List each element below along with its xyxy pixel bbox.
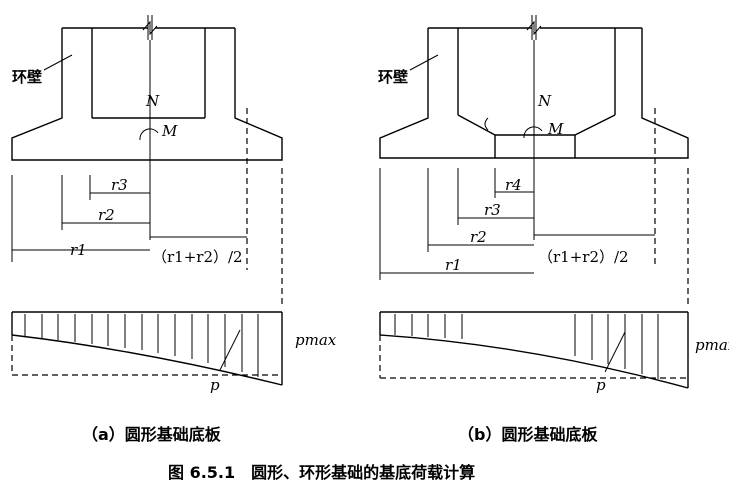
- dimensions-b: r4 r3 r2 r1 （r1+r2）/2: [379, 168, 655, 280]
- pmax-label-b: pmax: [695, 336, 729, 354]
- half-sum-label-a: （r1+r2）/2: [152, 248, 243, 266]
- r1-label-a: r1: [70, 241, 87, 259]
- wall-leader-b: [409, 54, 439, 71]
- r2-label-b: r2: [470, 228, 487, 246]
- r1-label-b: r1: [445, 256, 462, 274]
- r3-label-a: r3: [111, 176, 128, 194]
- r4-label-b: r4: [505, 176, 522, 194]
- moment-m-label-b: M: [547, 120, 564, 138]
- moment-m-label-a: M: [161, 122, 178, 140]
- diagram-a: 环壁 N M r3 r2 r1 （r1+r2）/2: [11, 15, 337, 444]
- caption-a: （a）圆形基础底板: [82, 425, 222, 444]
- moment-arc-b: [523, 126, 543, 139]
- moment-arc-a: [139, 128, 159, 141]
- load-n-label-b: N: [537, 92, 552, 110]
- caption-b: （b）圆形基础底板: [458, 425, 598, 444]
- diagram-b: 环壁 N M r4 r3 r2 r1 （r1+r2）/2: [378, 15, 729, 444]
- half-sum-label-b: （r1+r2）/2: [538, 248, 629, 266]
- wall-leader-a: [43, 54, 73, 71]
- foundation-b: [379, 15, 689, 240]
- pressure-diagram-b: [379, 311, 689, 389]
- p-label-b: p: [596, 376, 606, 394]
- wall-label-b: 环壁: [378, 68, 408, 86]
- figure-caption: 图 6.5.1 圆形、环形基础的基底荷载计算: [168, 463, 475, 482]
- r2-label-a: r2: [98, 206, 115, 224]
- load-n-label-a: N: [145, 92, 160, 110]
- r3-label-b: r3: [484, 201, 501, 219]
- dimensions-a: r3 r2 r1 （r1+r2）/2: [11, 175, 247, 266]
- wall-label-a: 环壁: [12, 68, 42, 86]
- p-label-a: p: [210, 376, 220, 394]
- pressure-diagram-a: [11, 311, 283, 386]
- foundation-a: [11, 15, 283, 240]
- pmax-label-a: pmax: [295, 331, 337, 349]
